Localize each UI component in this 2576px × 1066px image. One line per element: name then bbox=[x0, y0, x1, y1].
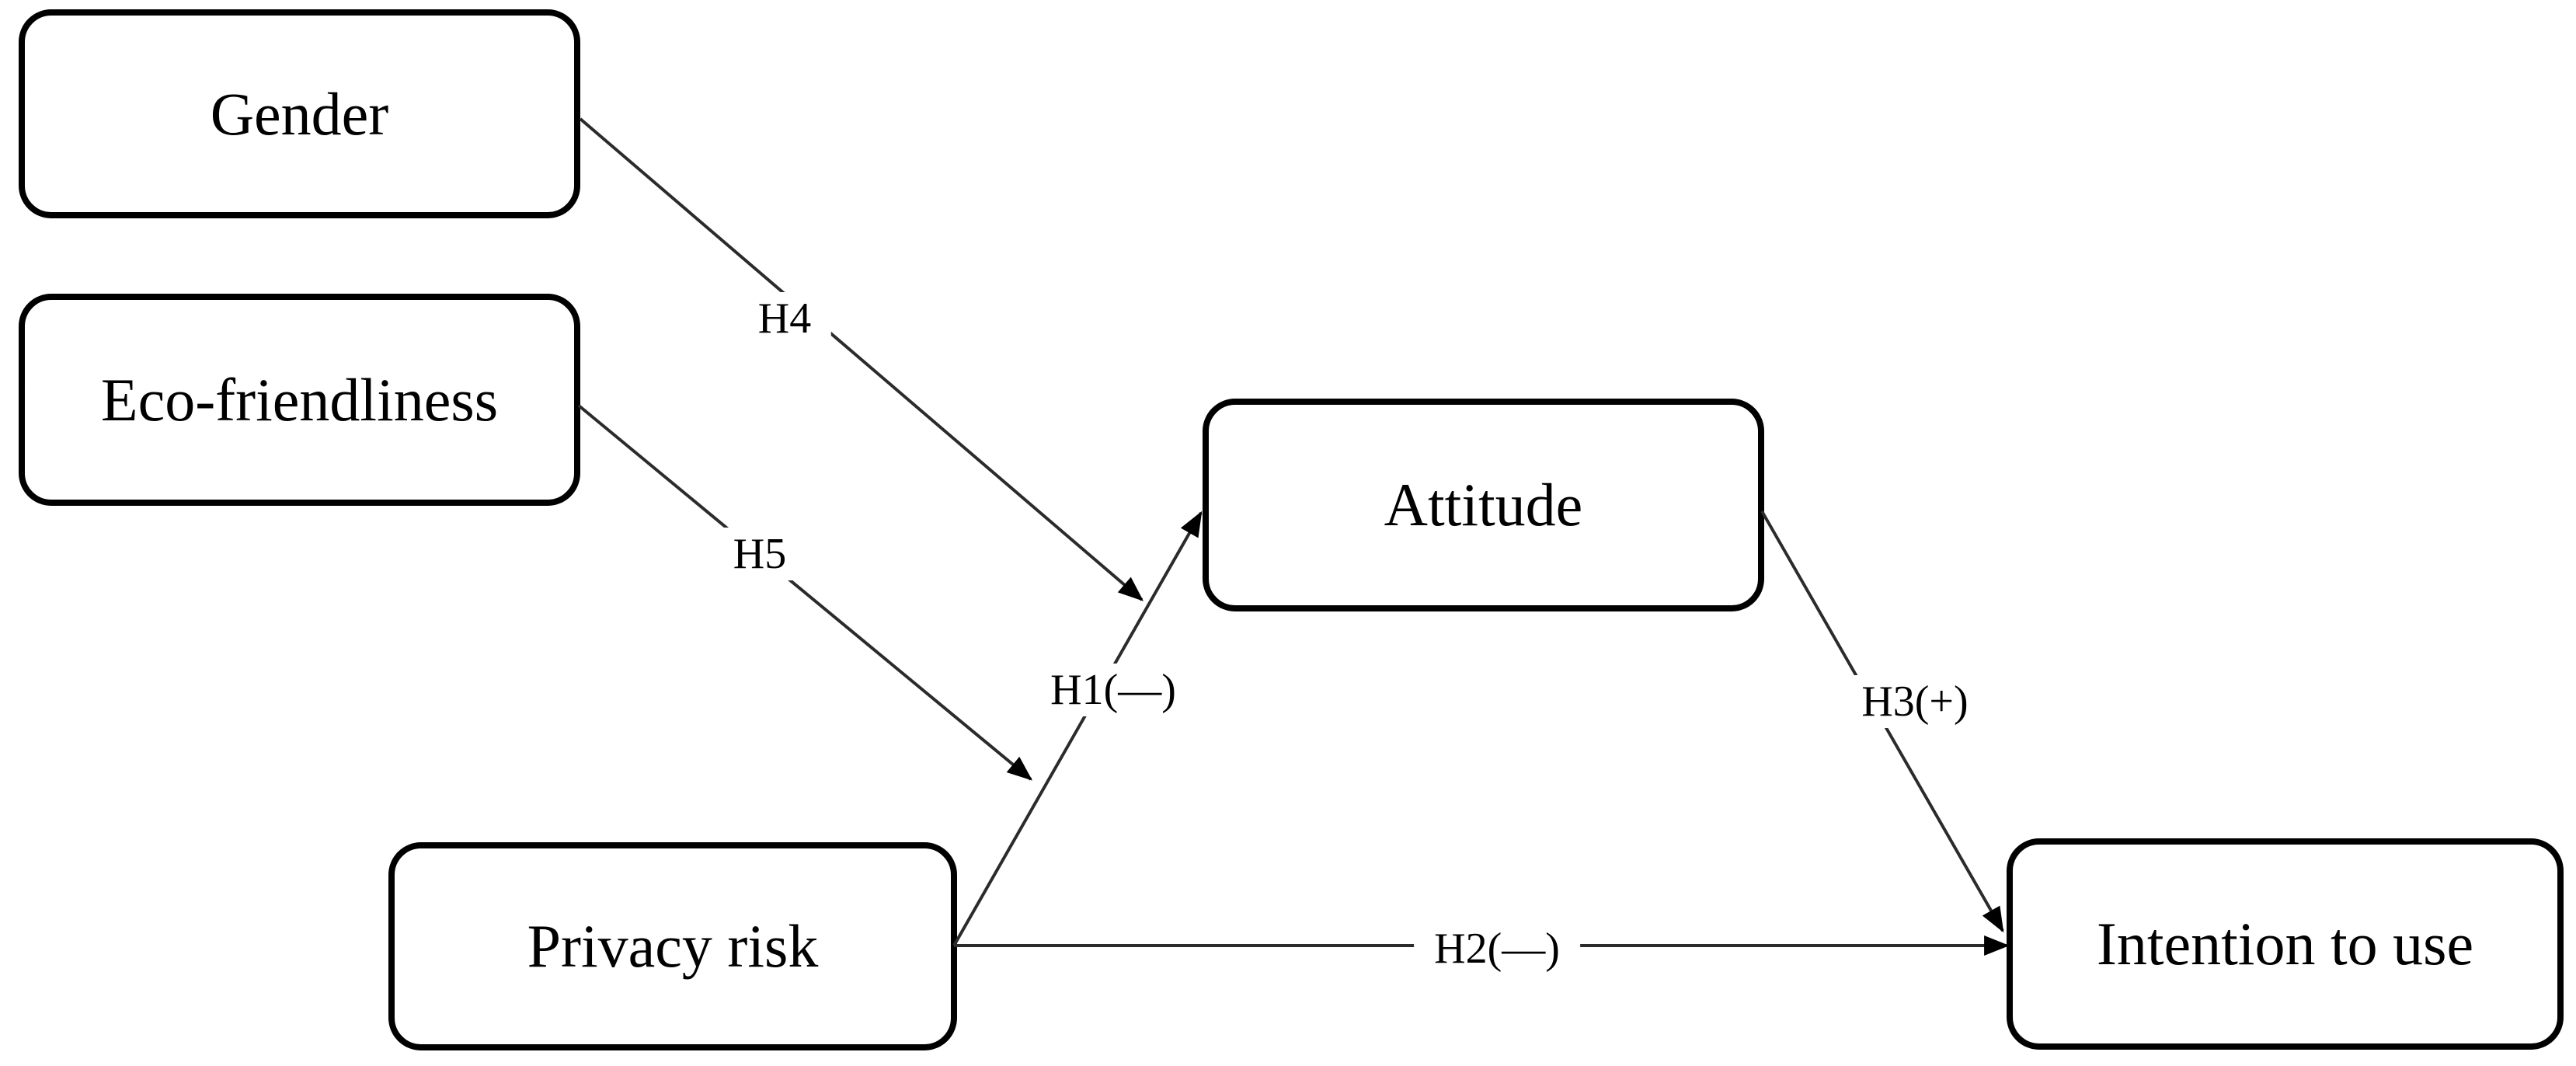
attitude-box bbox=[1203, 399, 1764, 611]
h3-arrow bbox=[1760, 510, 2004, 933]
h5-arrow bbox=[577, 404, 1033, 781]
eco-friendliness-box bbox=[19, 294, 580, 506]
gender-box bbox=[19, 9, 580, 218]
h1-arrow bbox=[952, 510, 1203, 946]
intention-to-use-box bbox=[2007, 838, 2564, 1050]
h4-arrow bbox=[579, 117, 1144, 601]
privacy-risk-box bbox=[388, 842, 957, 1050]
